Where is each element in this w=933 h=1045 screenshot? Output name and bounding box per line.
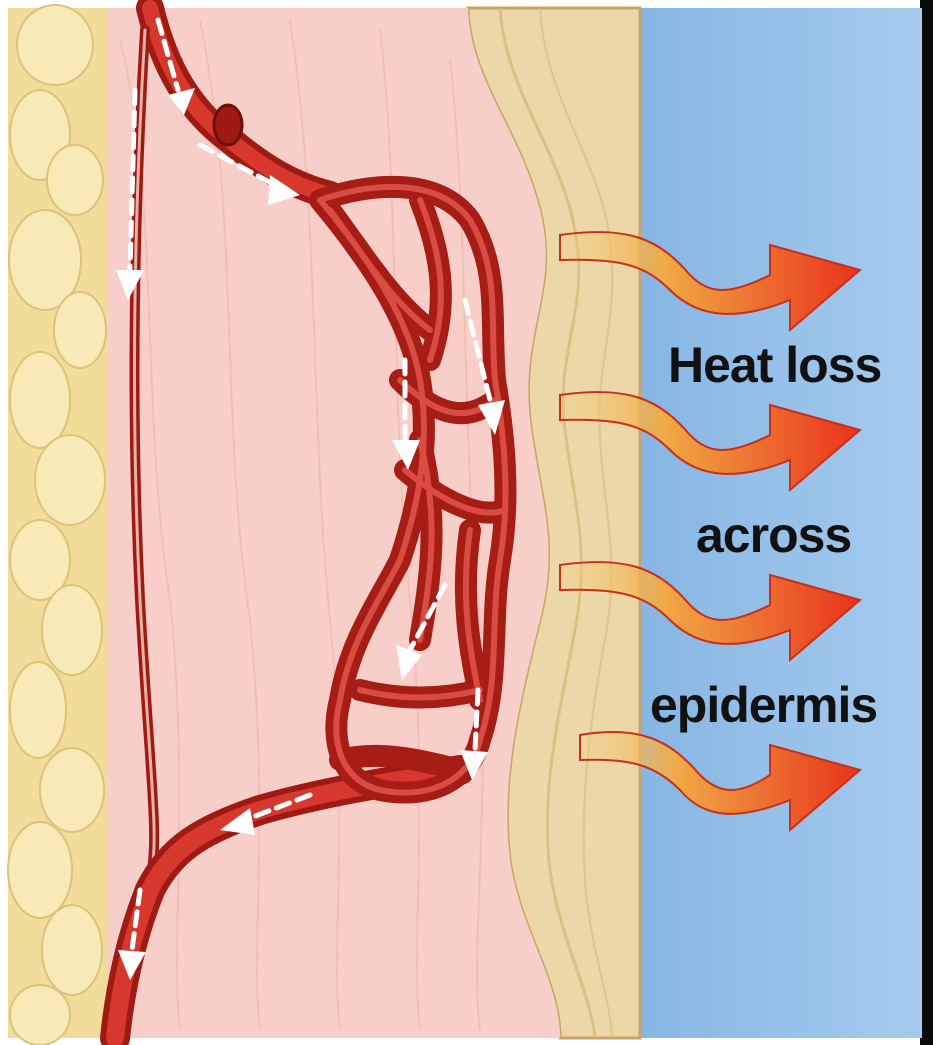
heat-loss-label: Heat loss (668, 340, 881, 390)
epidermis-label: epidermis (650, 680, 877, 730)
across-label: across (696, 510, 851, 560)
